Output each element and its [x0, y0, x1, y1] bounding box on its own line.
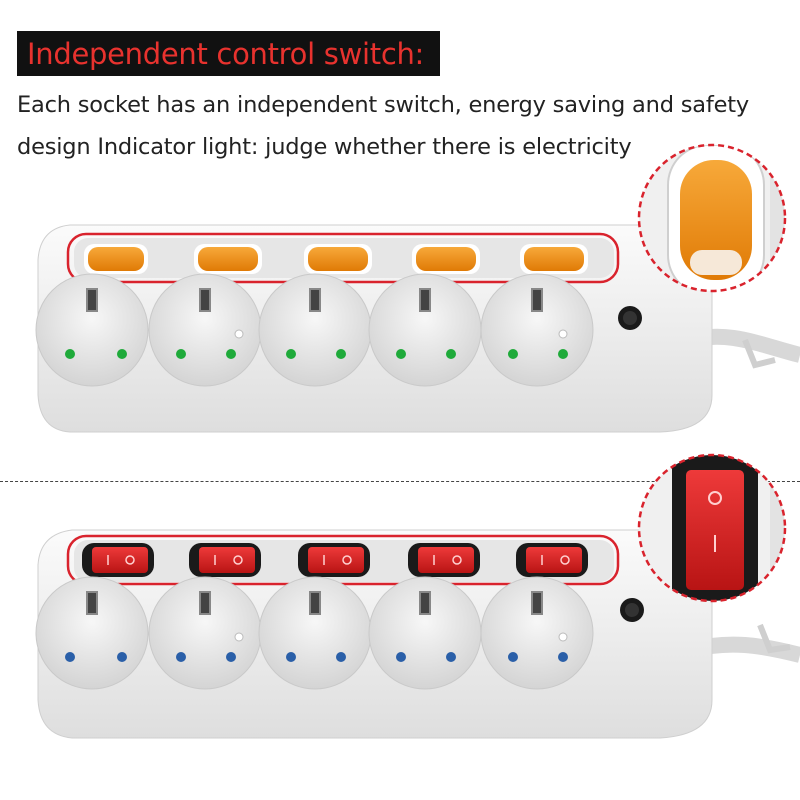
green-indicator-dot: [396, 349, 406, 359]
red-rocker-switch[interactable]: [526, 547, 582, 573]
blue-indicator-dot: [508, 652, 518, 662]
orange-rocker-switch[interactable]: [524, 247, 584, 271]
red-switches: [82, 543, 588, 577]
blue-indicator-dot: [336, 652, 346, 662]
dashed-divider: [0, 481, 800, 482]
orange-switches: [84, 244, 588, 274]
blue-indicator-dot: [286, 652, 296, 662]
orange-rocker-switch[interactable]: [308, 247, 368, 271]
socket: [480, 576, 594, 690]
green-indicator-dot: [336, 349, 346, 359]
orange-rocker-switch[interactable]: [416, 247, 476, 271]
blue-indicator-dot: [65, 652, 75, 662]
green-indicator-dot: [65, 349, 75, 359]
orange-rocker-switch[interactable]: [198, 247, 258, 271]
title-text: Independent control switch:: [27, 36, 425, 71]
socket: [368, 273, 482, 387]
red-switch-zoom-inset: [637, 453, 787, 603]
orange-switch-zoom-inset: [637, 143, 787, 293]
green-indicator-dot: [117, 349, 127, 359]
socket: [148, 576, 262, 690]
red-rocker-switch[interactable]: [199, 547, 255, 573]
socket: [258, 576, 372, 690]
socket: [368, 576, 482, 690]
green-indicator-dot: [558, 349, 568, 359]
orange-switch-strip: [35, 224, 800, 433]
socket: [480, 273, 594, 387]
orange-rocker-switch[interactable]: [88, 247, 144, 271]
title-banner: Independent control switch:: [17, 31, 440, 76]
green-indicator-dot: [446, 349, 456, 359]
blue-indicator-dot: [226, 652, 236, 662]
red-rocker-switch[interactable]: [308, 547, 364, 573]
green-indicator-dot: [226, 349, 236, 359]
bottom-sockets: [35, 576, 594, 690]
green-indicator-dot: [508, 349, 518, 359]
socket: [35, 576, 149, 690]
green-indicator-dot: [286, 349, 296, 359]
blue-indicator-dot: [117, 652, 127, 662]
description-line-1: Each socket has an independent switch, e…: [17, 92, 749, 118]
green-indicator-dot: [176, 349, 186, 359]
red-rocker-switch[interactable]: [92, 547, 148, 573]
blue-indicator-dot: [176, 652, 186, 662]
blue-indicator-dot: [558, 652, 568, 662]
socket: [148, 273, 262, 387]
blue-indicator-dot: [396, 652, 406, 662]
red-switch-strip: [35, 529, 800, 739]
top-sockets: [35, 273, 594, 387]
socket: [35, 273, 149, 387]
socket: [258, 273, 372, 387]
description-line-2: design Indicator light: judge whether th…: [17, 134, 632, 160]
blue-indicator-dot: [446, 652, 456, 662]
red-rocker-switch[interactable]: [418, 547, 474, 573]
